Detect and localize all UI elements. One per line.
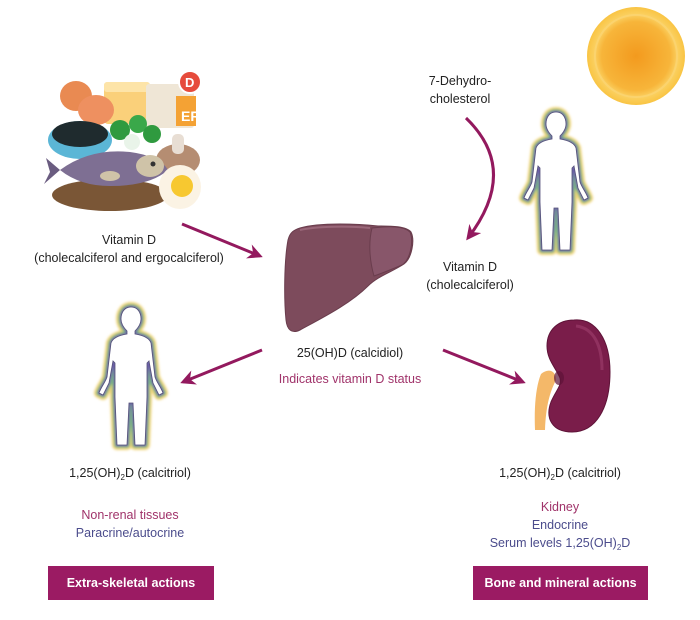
right-calcitriol-suffix: D (calcitriol)	[554, 466, 621, 480]
right-calcitriol-label: 1,25(OH)2D (calcitriol)	[460, 464, 660, 482]
arrow-skin-synthesis	[464, 116, 495, 241]
food-badge: D	[185, 75, 194, 90]
arrow-diet-to-liver	[181, 222, 263, 259]
right-calcitriol-prefix: 1,25(OH)	[499, 466, 551, 480]
skin-precursor-line2: cholesterol	[429, 92, 491, 106]
left-calcitriol-label: 1,25(OH)2D (calcitriol)	[30, 464, 230, 482]
skin-vitamin-d-form: (cholecalciferol)	[426, 278, 514, 292]
skin-precursor-line1: 7-Dehydro-	[428, 74, 492, 88]
serum-suffix: D	[621, 536, 631, 550]
left-calcitriol-sub: 2	[120, 473, 125, 482]
calcidiol-label: 25(OH)D (calcidiol)	[296, 346, 404, 360]
left-mode-label: Paracrine/autocrine	[75, 526, 185, 540]
skin-vitamin-d-label: Vitamin D (cholecalciferol)	[400, 258, 540, 294]
dietary-vitamin-d-name: Vitamin D	[102, 233, 156, 247]
serum-prefix: Serum levels 1,25(OH)	[489, 536, 617, 550]
extra-skeletal-actions-box: Extra-skeletal actions	[48, 566, 214, 600]
right-site-label: Kidney	[540, 500, 580, 514]
vitamin-d-status-note: Indicates vitamin D status	[278, 372, 422, 386]
svg-text:ER: ER	[181, 108, 200, 124]
bone-mineral-actions-box: Bone and mineral actions	[473, 566, 648, 600]
arrow-liver-to-tissues	[180, 348, 263, 385]
serum-levels-label: Serum levels 1,25(OH)2D	[440, 534, 680, 552]
skin-precursor-label: 7-Dehydro- cholesterol	[400, 72, 520, 108]
skin-vitamin-d-name: Vitamin D	[443, 260, 497, 274]
right-mode-label: Endocrine	[531, 518, 589, 532]
dietary-vitamin-d-forms: (cholecalciferol and ergocalciferol)	[34, 251, 224, 265]
left-site-label: Non-renal tissues	[81, 508, 179, 522]
dietary-vitamin-d-label: Vitamin D (cholecalciferol and ergocalci…	[0, 231, 258, 267]
left-calcitriol-suffix: D (calcitriol)	[124, 466, 191, 480]
arrow-liver-to-kidney	[442, 348, 526, 385]
left-calcitriol-prefix: 1,25(OH)	[69, 466, 121, 480]
serum-sub: 2	[616, 543, 622, 552]
right-calcitriol-sub: 2	[550, 473, 555, 482]
